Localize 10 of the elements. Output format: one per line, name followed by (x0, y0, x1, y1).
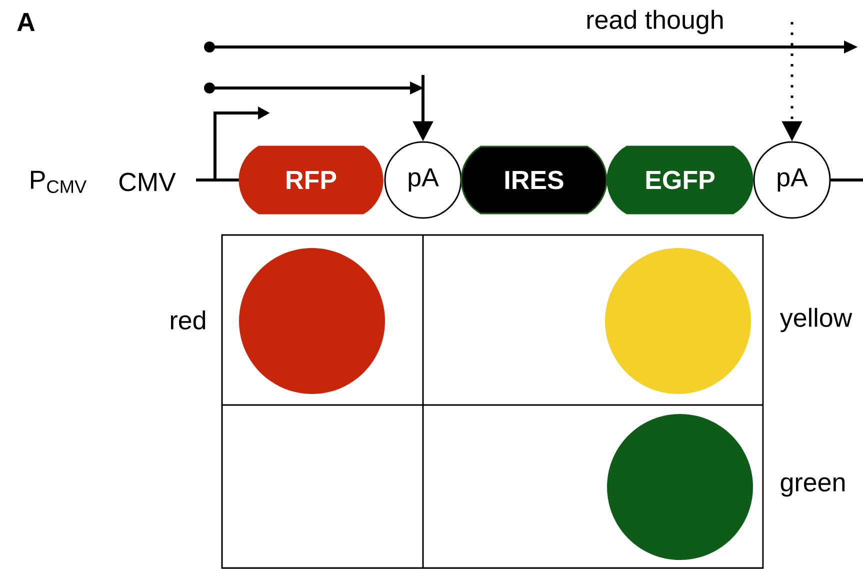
row-label: yellow (780, 308, 852, 332)
promoter-label: P$_{CMV}$ (31, 170, 87, 194)
promoter-label: CMV (119, 172, 176, 192)
panel-letter: A (17, 13, 35, 31)
gene-element: RFP (238, 146, 384, 214)
annotation-text: read though (587, 10, 723, 34)
row-label: red (170, 310, 206, 330)
gene-element: EGFP (606, 146, 754, 214)
gene-element: IRES (460, 146, 608, 214)
row-label: green (780, 477, 845, 497)
